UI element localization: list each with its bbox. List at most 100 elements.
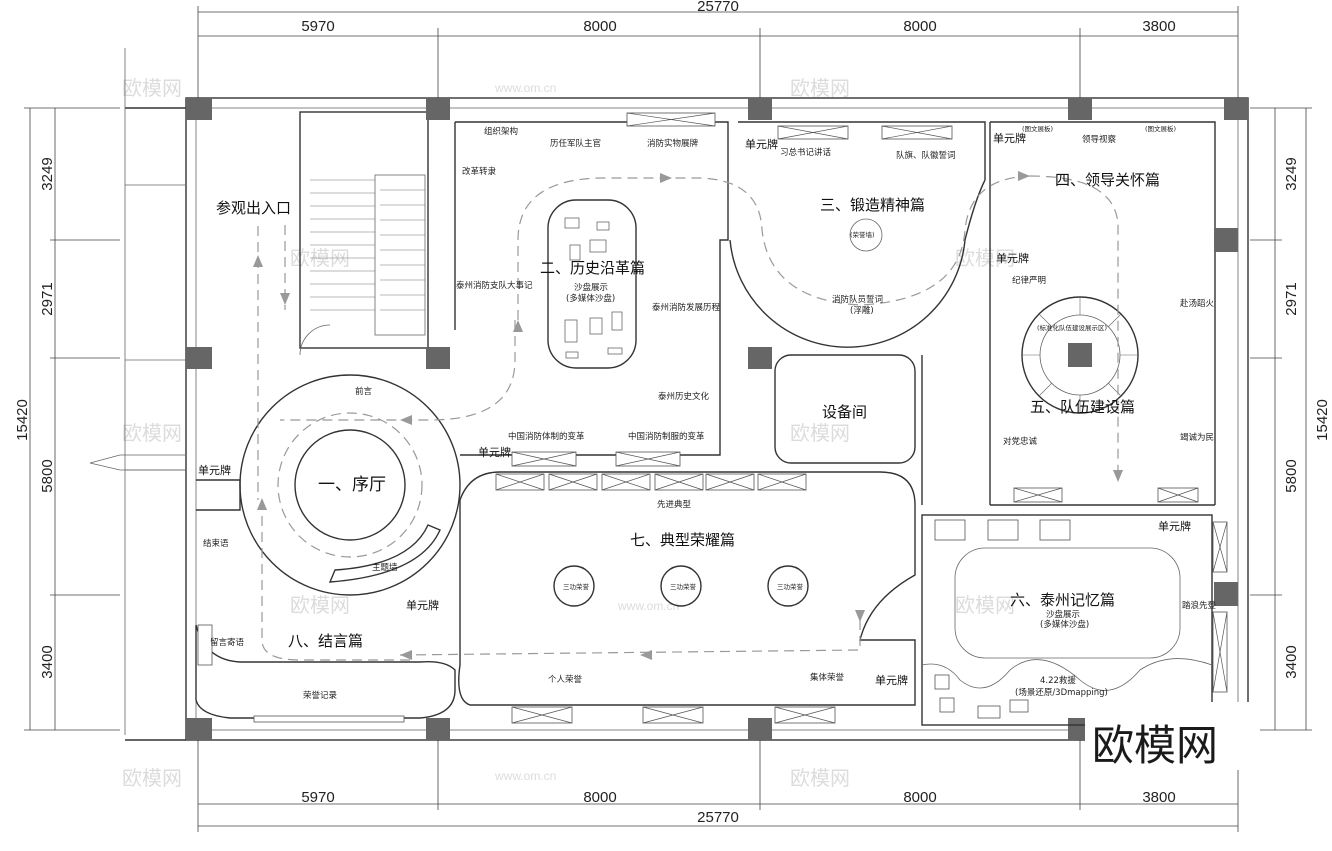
outer-walls: [89, 48, 1249, 741]
hall-eight-title: 八、结言篇: [288, 632, 363, 650]
label-three-b: 三功荣誉: [670, 582, 697, 591]
hall-two-title: 二、历史沿革篇: [540, 259, 645, 277]
dim-left-seg: 3249: [39, 157, 56, 190]
hall-one-title: 一、序厅: [318, 475, 386, 495]
hall-one-rotunda: [239, 374, 461, 596]
hall-five-ring: [1021, 296, 1139, 414]
label-sys-change2: 中国消防制服的变革: [628, 431, 705, 442]
stairwell: [299, 111, 429, 356]
dim-right-seg: 3249: [1283, 157, 1300, 190]
label-sandbox-2: 沙盘展示: [574, 282, 608, 293]
label-firefighter-oath: 消防队员誓词: [832, 294, 883, 305]
dim-left-seg: 5800: [39, 459, 56, 492]
label-culture: 泰州历史文化: [658, 391, 710, 402]
watermark-text: 欧模网: [790, 421, 850, 445]
label-xi-speech: 习总书记讲话: [780, 147, 832, 158]
dim-bottom-seg: 5970: [301, 789, 334, 806]
dim-left-total: 15420: [14, 399, 31, 441]
exhibit-labels: 组织架构 历任军队主官 消防实物展牌 改革转隶 泰州消防支队大事记 沙盘展示 (…: [203, 124, 1217, 701]
label-sandbox-6b: (多媒体沙盘): [1040, 619, 1089, 630]
label-pic-a: (图文展板): [1022, 124, 1053, 133]
label-fire-show: 赴汤蹈火: [1180, 298, 1215, 309]
unit-sign: 单元牌: [875, 673, 908, 687]
watermark-url: www.om.cn: [617, 599, 679, 613]
watermark-text: 欧模网: [290, 593, 350, 617]
label-advanced: 先进典型: [657, 499, 692, 510]
label-leader-view: 领导视察: [1082, 134, 1117, 145]
brand-backdrop: [1085, 702, 1260, 770]
unit-signs: 单元牌 单元牌 单元牌 单元牌 单元牌 单元牌 单元牌 单元牌: [198, 131, 1191, 687]
label-sys-change: 中国消防体制的变革: [508, 431, 585, 442]
watermark-text: 欧模网: [790, 76, 850, 100]
unit-sign: 单元牌: [478, 445, 511, 459]
dim-bottom-seg: 8000: [903, 789, 936, 806]
dimension-top: [197, 6, 1239, 100]
dim-top-total: 25770: [697, 0, 739, 15]
unit-sign: 单元牌: [1158, 519, 1191, 533]
columns: [186, 98, 1248, 740]
watermark-text: 欧模网: [955, 593, 1015, 617]
hall-three-title: 三、锻造精神篇: [820, 196, 925, 214]
label-pic-b: (图文展板): [1145, 124, 1176, 133]
entrance-label: 参观出入口: [216, 199, 291, 217]
sandbox-hall-two: [547, 199, 637, 369]
watermark-text: 欧模网: [790, 766, 850, 790]
dim-bottom-seg: 3800: [1142, 789, 1175, 806]
dim-right-seg: 3400: [1283, 645, 1300, 678]
label-team-spirit: 对党忠诚: [1003, 436, 1038, 447]
equipment-room-title: 设备间: [822, 403, 867, 421]
label-dev: 泰州消防发展历程: [652, 302, 721, 313]
watermark-text: 欧模网: [122, 766, 182, 790]
label-theme-wall: 主题墙: [372, 562, 398, 573]
label-relics: 消防实物展牌: [647, 138, 699, 149]
label-org: 组织架构: [484, 126, 518, 137]
label-preface: 前言: [355, 386, 373, 397]
label-collective-honor: 集体荣誉: [810, 672, 845, 683]
label-epilogue: 结束语: [203, 538, 229, 549]
label-three-a: 三功荣誉: [563, 582, 590, 591]
dimension-left: [24, 107, 120, 731]
label-discipline: 纪律严明: [1012, 275, 1046, 286]
pedestals: [553, 218, 883, 607]
dimension-bottom: [197, 740, 1239, 832]
hall-five-title: 五、队伍建设篇: [1030, 398, 1135, 416]
hall-seven-title: 七、典型荣耀篇: [630, 531, 735, 549]
watermark-text: 欧模网: [122, 421, 182, 445]
label-rescue-sub: (场景还原/3Dmapping): [1015, 687, 1108, 698]
label-oath-sub: (浮雕): [850, 305, 874, 316]
label-three-c: 三功荣誉: [777, 582, 804, 591]
label-events: 泰州消防支队大事记: [456, 280, 533, 291]
label-guestbook: 留言寄语: [210, 637, 245, 648]
label-fire-dept: 踏浪先登: [1182, 600, 1217, 611]
label-leaders: 历任军队主官: [550, 138, 601, 149]
watermark-url: www.om.cn: [494, 769, 556, 783]
watermark-layer: 欧模网 www.om.cn 欧模网 欧模网 欧模网 欧模网 欧模网 欧模网 ww…: [122, 76, 1015, 790]
label-monument: (荣誉墙): [850, 230, 875, 239]
hall-six-title: 六、泰州记忆篇: [1010, 591, 1115, 609]
label-personal-honor: 个人荣誉: [548, 674, 583, 685]
label-honor-record: 荣誉记录: [303, 690, 338, 701]
dim-right-seg: 5800: [1283, 459, 1300, 492]
dim-right-total: 15420: [1314, 399, 1331, 441]
dim-top-seg: 8000: [583, 18, 616, 35]
dim-left-seg: 2971: [39, 282, 56, 315]
dim-left-seg: 3400: [39, 645, 56, 678]
display-cases: [197, 112, 1228, 724]
hall-four-title: 四、领导关怀篇: [1055, 171, 1160, 189]
dimension-right: [1250, 107, 1312, 731]
label-reform: 改革转隶: [462, 166, 497, 177]
dim-bottom-seg: 8000: [583, 789, 616, 806]
label-oath: 队旗、队徽誓词: [896, 150, 956, 161]
label-serve-people: 竭诚为民: [1180, 432, 1214, 443]
dim-top-seg: 3800: [1142, 18, 1175, 35]
tour-route: [253, 171, 1123, 661]
label-sandbox-6: 沙盘展示: [1046, 609, 1080, 620]
dim-top-seg: 5970: [301, 18, 334, 35]
label-rescue: 4.22救援: [1040, 675, 1076, 686]
unit-sign: 单元牌: [996, 251, 1029, 265]
dim-top-seg: 8000: [903, 18, 936, 35]
unit-sign: 单元牌: [198, 463, 231, 477]
watermark-url: www.om.cn: [494, 81, 556, 95]
label-center-ring: (标准化队伍建设展示区): [1037, 323, 1107, 332]
